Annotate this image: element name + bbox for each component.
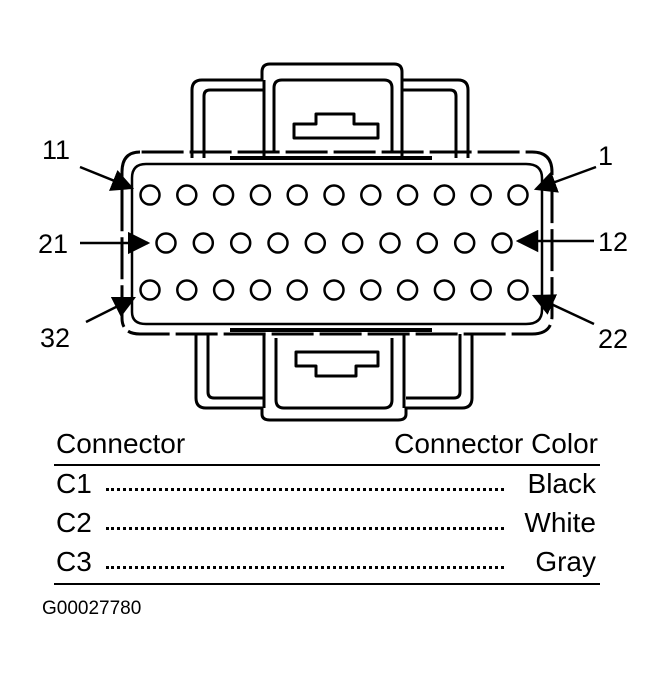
pin-socket [453,232,476,254]
pin-socket [360,279,382,301]
pin-socket [267,232,289,254]
label-pin-21: 21 [38,229,68,259]
pin-arrows [79,165,597,326]
pin-socket [323,279,345,301]
pin-socket [176,279,198,301]
connector-housing [120,62,554,422]
row-color: White [524,507,596,538]
row-connector: C2 [56,507,92,538]
figure-id: G00027780 [42,598,142,619]
pin-socket [249,184,272,206]
pin-socket [304,232,327,254]
pin-socket [396,279,419,301]
label-pin-22: 22 [598,324,628,354]
pin-socket [139,279,161,301]
table-row: C2 White [54,505,600,544]
table-header: Connector Connector Color [54,428,600,464]
pin-socket [192,232,215,254]
connector-color-table: Connector Connector Color C1 Black C2 Wh… [54,428,600,585]
pin-socket [507,184,529,206]
leader-dots [106,566,504,569]
label-pin-12: 12 [598,227,628,257]
row-color: Black [527,468,596,499]
pin-socket [416,232,439,254]
pin-socket [229,232,252,254]
arrow-pin-11 [79,165,135,191]
pin-labels: 11 1 21 12 32 22 [38,135,628,354]
pin-socket [396,184,419,206]
arrow-pin-32 [85,296,137,324]
pin-socket [286,279,308,301]
connector-diagram: 11 1 21 12 32 22 [38,62,628,422]
pin-socket [155,232,177,254]
pin-socket [341,232,364,254]
pin-socket [176,184,198,206]
pin-grid [139,184,529,301]
pin-socket [433,279,456,301]
label-pin-1: 1 [598,141,613,171]
pin-socket [491,232,513,254]
header-connector: Connector [56,428,186,459]
pin-socket [507,279,529,301]
pin-socket [433,184,456,206]
pin-socket [286,184,308,206]
row-connector: C1 [56,468,92,499]
pin-socket [139,184,161,206]
header-rule [54,464,600,466]
table-row: C1 Black [54,466,600,505]
pin-socket [212,279,235,301]
pin-socket [470,279,492,301]
footer-rule [54,583,600,585]
leader-dots [106,488,504,491]
pin-socket [360,184,382,206]
pin-socket [470,184,492,206]
arrow-pin-22 [531,294,595,326]
pin-socket [379,232,401,254]
header-connector-color: Connector Color [394,428,598,459]
leader-dots [106,527,504,530]
arrow-pin-1 [533,165,597,193]
row-connector: C3 [56,546,92,577]
pin-socket [323,184,345,206]
table-row: C3 Gray [54,544,600,583]
pin-socket [212,184,235,206]
label-pin-11: 11 [42,135,70,165]
pin-socket [249,279,272,301]
row-color: Gray [535,546,596,577]
label-pin-32: 32 [40,323,70,353]
